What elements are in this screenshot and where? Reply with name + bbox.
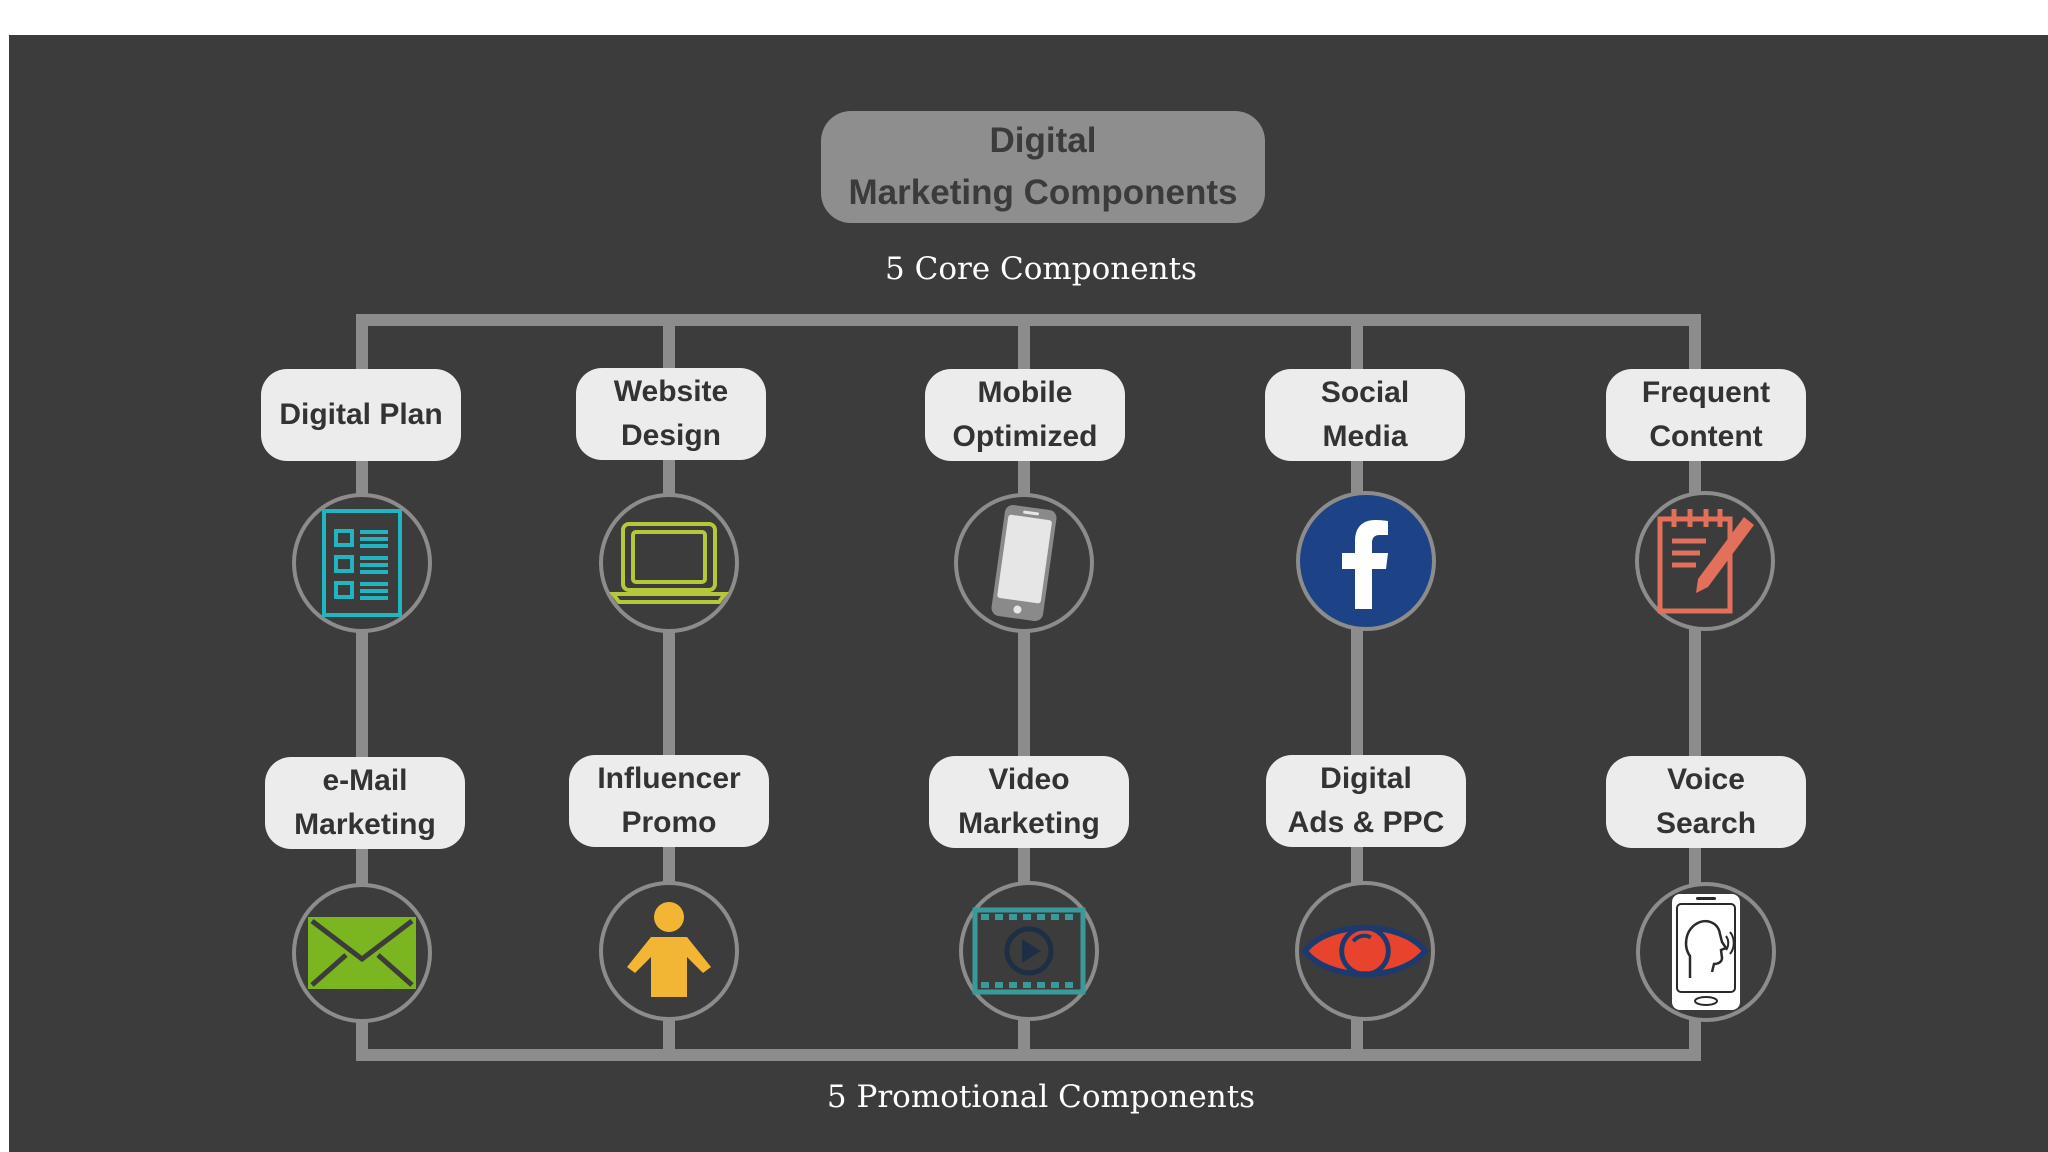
core-node-social-media: Social Media: [1265, 369, 1465, 461]
core-node-digital-plan: Digital Plan: [261, 369, 461, 461]
core-node-website-design: Website Design: [576, 368, 776, 460]
diagram-canvas: Digital Marketing Components 5 Core Comp…: [9, 35, 2048, 1152]
promo-icon-ring-2: [599, 881, 739, 1021]
title-line-1: Digital: [989, 121, 1097, 160]
facebook-icon: [1342, 520, 1388, 609]
film-play-icon: [972, 907, 1086, 995]
core-node-frequent-content: Frequent Content: [1606, 369, 1806, 461]
label-line-2: Ads & PPC: [1287, 806, 1445, 839]
label-line-2: Design: [620, 419, 722, 452]
promotional-section-label: 5 Promotional Components: [826, 1079, 1256, 1115]
promo-icon-ring-5: [1636, 882, 1776, 1022]
promo-node-voice-search: Voice Search: [1606, 756, 1806, 848]
eye-icon: [1300, 924, 1430, 978]
diagram-title: Digital Marketing Components: [821, 111, 1265, 223]
core-icon-ring-1: [292, 493, 432, 633]
promo-node-email-marketing: e-Mail Marketing: [265, 757, 465, 849]
envelope-icon: [308, 917, 416, 989]
component-label: Voice Search: [1606, 756, 1806, 848]
promo-node-influencer-promo: Influencer Promo: [569, 755, 769, 847]
component-label: Frequent Content: [1606, 369, 1806, 461]
promo-icon-ring-4: [1295, 881, 1435, 1021]
component-label: Influencer Promo: [569, 755, 769, 847]
promo-node-digital-ads-ppc: Digital Ads & PPC: [1266, 755, 1466, 847]
core-icon-ring-4: [1296, 491, 1436, 631]
component-label: Digital Plan: [261, 369, 461, 461]
label-line-2: Content: [1649, 420, 1763, 453]
label-line-2: Optimized: [952, 420, 1098, 453]
core-node-mobile-optimized: Mobile Optimized: [925, 369, 1125, 461]
promo-node-video-marketing: Video Marketing: [929, 756, 1129, 848]
core-section-label: 5 Core Components: [885, 251, 1197, 287]
voice-search-phone-icon: [1672, 894, 1740, 1010]
label-line-2: Media: [1322, 420, 1408, 453]
label-line-1: Digital: [1320, 762, 1412, 795]
component-label: Social Media: [1265, 369, 1465, 461]
component-label: Mobile Optimized: [925, 369, 1125, 461]
promo-icon-ring-1: [292, 883, 432, 1023]
label-line-1: e-Mail: [322, 764, 408, 797]
label-line-1: Frequent: [1641, 376, 1771, 409]
person-icon: [627, 902, 711, 997]
label-line-2: Search: [1655, 807, 1757, 840]
label-line-1: Mobile: [977, 376, 1073, 409]
core-icon-ring-5: [1635, 491, 1775, 631]
document-list-icon: [322, 509, 402, 617]
label-line-2: Marketing: [958, 807, 1100, 840]
label-line-2: Marketing: [294, 808, 436, 841]
laptop-icon: [609, 522, 729, 604]
component-label: Website Design: [576, 368, 766, 460]
notepad-pencil-icon: [1657, 509, 1754, 614]
core-icon-ring-3: [954, 493, 1094, 633]
label-line-1: Influencer: [597, 762, 741, 795]
component-label: Video Marketing: [929, 756, 1129, 848]
label-line-1: Voice: [1667, 763, 1745, 796]
component-label: e-Mail Marketing: [265, 757, 465, 849]
label-line-1: Digital Plan: [279, 398, 443, 431]
core-icon-ring-2: [599, 493, 739, 633]
label-line-2: Promo: [621, 806, 717, 839]
label-line-1: Video: [988, 763, 1070, 796]
label-line-1: Social: [1320, 376, 1410, 409]
title-line-2: Marketing Components: [848, 173, 1238, 212]
component-label: Digital Ads & PPC: [1266, 755, 1466, 847]
smartphone-icon: [991, 504, 1057, 622]
label-line-1: Website: [613, 375, 729, 408]
promo-icon-ring-3: [959, 881, 1099, 1021]
